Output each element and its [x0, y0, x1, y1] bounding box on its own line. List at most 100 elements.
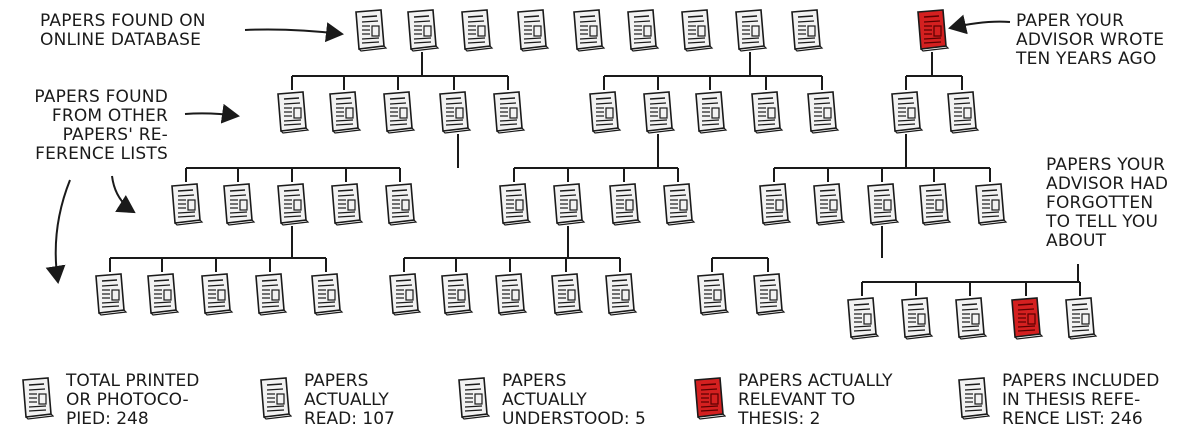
paper-icon [171, 183, 204, 226]
paper-icon [439, 91, 472, 134]
paper-icon [407, 9, 440, 52]
legend-line: Papers actually [738, 371, 893, 391]
legend-line: thesis: 2 [738, 409, 821, 429]
arrow-from-refs-left [45, 179, 71, 284]
paper-icon [517, 9, 550, 52]
label-line: online database [40, 30, 202, 50]
legend-relevant: Papers actually relevant to thesis: 2 [738, 372, 893, 429]
paper-icon [389, 273, 422, 316]
paper-icon [697, 273, 730, 316]
arrow-advisor-wrote [948, 14, 1011, 35]
paper-icon [735, 9, 768, 52]
label-line: about [1046, 231, 1107, 251]
paper-icon [753, 273, 786, 316]
label-line: from other [51, 106, 168, 126]
legend-line: relevant to [738, 390, 856, 410]
legend-read: Papers actually read: 107 [304, 372, 395, 429]
legend-printed: Total printed or photoco- pied: 248 [66, 372, 199, 429]
label-from-references: Papers found from other papers' re- fere… [18, 88, 168, 164]
legend-line: Papers [304, 371, 369, 391]
paper-icon [867, 183, 900, 226]
paper-icon [901, 297, 934, 340]
label-line: Papers your [1046, 155, 1166, 175]
label-line: papers' re- [62, 125, 168, 145]
paper-icon [919, 183, 952, 226]
paper-icon [311, 273, 344, 316]
paper-icon [975, 183, 1008, 226]
label-line: advisor had [1046, 174, 1169, 194]
paper-icon [891, 91, 924, 134]
paper-icon [573, 9, 606, 52]
paper-icon [791, 9, 824, 52]
paper-icon [355, 9, 388, 52]
label-line: ference lists [35, 144, 168, 164]
paper-icon [551, 273, 584, 316]
paper-icon [385, 183, 418, 226]
paper-icon [947, 91, 980, 134]
paper-icon [609, 183, 642, 226]
label-line: Paper your [1016, 11, 1125, 31]
paper-icon [331, 183, 364, 226]
legend-line: understood: 5 [502, 409, 646, 429]
legend-line: Papers included [1002, 371, 1160, 391]
legend-line: in thesis refe- [1002, 390, 1141, 410]
label-online-database: Papers found on online database [40, 12, 206, 50]
arrow-online-db [244, 22, 344, 43]
paper-icon [813, 183, 846, 226]
arrow-from-refs [184, 103, 240, 124]
relevant-paper-icon [1011, 297, 1044, 340]
paper-icon [643, 91, 676, 134]
paper-icon [493, 91, 526, 134]
legend-line: or photoco- [66, 390, 189, 410]
legend-line: Total printed [66, 371, 200, 391]
cited-paper-icon [958, 377, 990, 420]
printed-paper-icon [22, 377, 54, 420]
paper-icon [329, 91, 362, 134]
paper-icon [759, 183, 792, 226]
paper-icon [627, 9, 660, 52]
paper-icon [751, 91, 784, 134]
paper-icon [663, 183, 696, 226]
paper-icon [147, 273, 180, 316]
legend-line: actually [304, 390, 389, 410]
legend-line: actually [502, 390, 587, 410]
legend-line: rence list: 246 [1002, 409, 1143, 429]
paper-icon [495, 273, 528, 316]
paper-icon [605, 273, 638, 316]
paper-icon [223, 183, 256, 226]
label-advisor-forgot: Papers your advisor had forgotten to tel… [1046, 156, 1168, 251]
paper-icon [955, 297, 988, 340]
arrow-from-refs-down [111, 175, 136, 214]
paper-icon [95, 273, 128, 316]
paper-icon [461, 9, 494, 52]
legend-line: pied: 248 [66, 409, 149, 429]
paper-icon [499, 183, 532, 226]
label-line: advisor wrote [1016, 30, 1165, 50]
relevant-paper-icon [917, 9, 950, 52]
paper-icon [441, 273, 474, 316]
paper-icon [553, 183, 586, 226]
paper-icon [807, 91, 840, 134]
paper-icon [681, 9, 714, 52]
read-paper-icon [260, 377, 292, 420]
legend-understood: Papers actually understood: 5 [502, 372, 646, 429]
understood-paper-icon [458, 377, 490, 420]
label-line: Papers found on [40, 11, 206, 31]
label-line: to tell you [1046, 212, 1159, 232]
label-line: forgotten [1046, 193, 1154, 213]
paper-icon [589, 91, 622, 134]
legend-line: read: 107 [304, 409, 395, 429]
legend-line: Papers [502, 371, 567, 391]
legend-cited: Papers included in thesis refe- rence li… [1002, 372, 1159, 429]
label-line: ten years ago [1016, 49, 1157, 69]
paper-icon [277, 91, 310, 134]
paper-icon [1065, 297, 1098, 340]
paper-icon [383, 91, 416, 134]
paper-icon [255, 273, 288, 316]
paper-icon [695, 91, 728, 134]
label-advisor-wrote: Paper your advisor wrote ten years ago [1016, 12, 1164, 69]
paper-icon [847, 297, 880, 340]
paper-icon [201, 273, 234, 316]
relevant-paper-icon [694, 377, 726, 420]
